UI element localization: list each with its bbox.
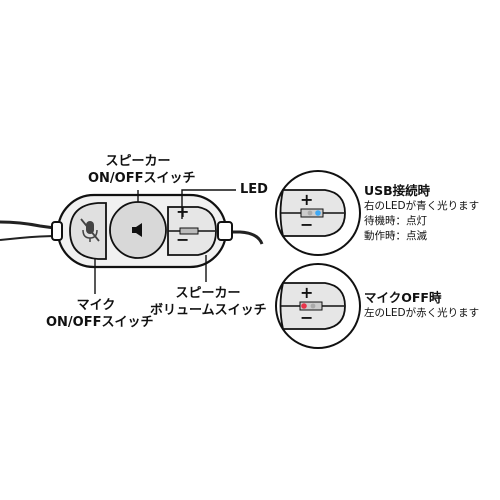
led-left-red [301,303,307,309]
cable-strain-relief-right [217,221,233,241]
cable-left [0,220,63,231]
label-speaker-switch-line1: スピーカー [105,154,171,169]
usb-state-title: USB接続時 [364,183,431,198]
mic-muted-icon [80,218,100,242]
speaker-icon [132,223,142,237]
label-speaker-switch: スピーカー ON/OFFスイッチ [88,153,196,187]
volume-minus-icon: − [176,230,190,249]
label-mic-switch: マイク ON/OFFスイッチ [46,297,154,331]
mic-off-state-text: マイクOFF時 左のLEDが赤く光ります [364,287,479,321]
cable-right [225,230,264,245]
mic-off-state-line-1: 左のLEDが赤く光ります [364,307,480,319]
usb-state-line-2: 待機時：点灯 [364,215,427,227]
led-right-blue [315,210,321,216]
usb-state-line-3: 動作時：点滅 [364,230,427,242]
usb-minus-icon: − [300,215,314,234]
led-right-off [310,303,316,309]
cable-strain-relief-left [51,221,63,241]
usb-plus-icon: + [300,190,314,209]
label-mic-switch-line1: マイク [76,298,116,313]
mic-off-state-title: マイクOFF時 [364,290,442,305]
label-speaker-switch-line2: ON/OFFスイッチ [88,171,196,186]
volume-plus-icon: + [176,202,190,221]
leader-led [181,189,236,219]
label-volume-switch-line2: ボリュームスイッチ [150,303,267,318]
led-window [179,227,199,235]
mic-plus-icon: + [300,283,314,302]
usb-state-text: USB接続時 右のLEDが青く光ります 待機時：点灯 動作時：点滅 [364,180,479,244]
usb-state-detail [275,170,361,256]
mic-off-state-detail [275,263,361,349]
label-led: LED [240,182,268,197]
mic-minus-icon: − [300,308,314,327]
label-volume-switch-line1: スピーカー [175,286,241,301]
label-volume-switch: スピーカー ボリュームスイッチ [150,285,267,319]
led-left-off [307,210,313,216]
usb-state-line-1: 右のLEDが青く光ります [364,200,480,212]
label-mic-switch-line2: ON/OFFスイッチ [46,315,154,330]
